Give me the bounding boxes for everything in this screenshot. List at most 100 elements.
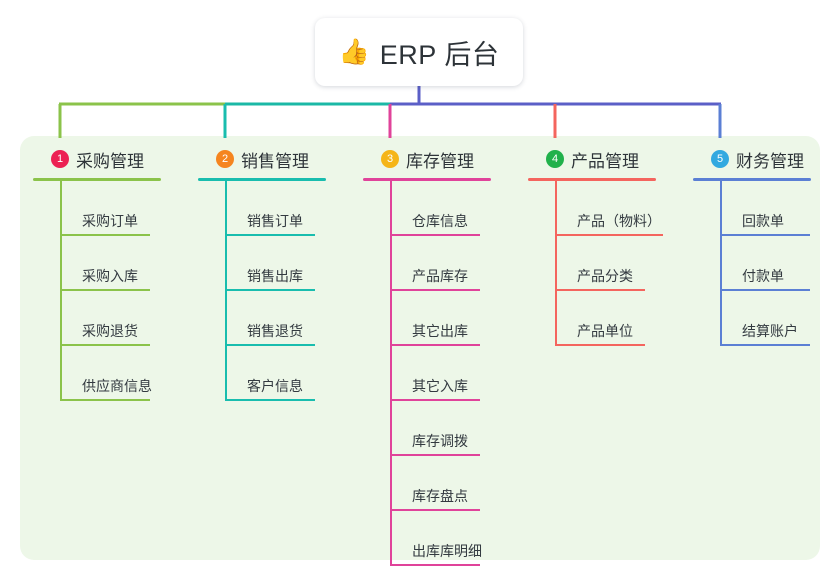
- leaf-list: 回款单付款单结算账户: [693, 181, 823, 346]
- column-underline: [363, 178, 491, 181]
- thumbs-up-icon: 👍: [338, 37, 370, 66]
- leaf-underline: [390, 399, 480, 401]
- leaf-underline: [390, 289, 480, 291]
- leaf-item[interactable]: 销售退货: [225, 291, 348, 346]
- leaf-label: 库存调拨: [412, 433, 468, 449]
- column-underline: [693, 178, 811, 181]
- column-header-5[interactable]: 5 财务管理: [693, 146, 823, 172]
- leaf-underline: [60, 234, 150, 236]
- column-badge-5: 5: [711, 150, 729, 168]
- leaf-underline: [60, 399, 150, 401]
- leaf-item[interactable]: 产品（物料）: [555, 181, 678, 236]
- leaf-underline: [225, 289, 315, 291]
- leaf-underline: [60, 344, 150, 346]
- column-title: 产品管理: [571, 151, 639, 171]
- leaf-underline: [225, 399, 315, 401]
- leaf-item[interactable]: 结算账户: [720, 291, 823, 346]
- leaf-underline: [720, 289, 810, 291]
- column-title: 库存管理: [406, 151, 474, 171]
- leaf-label: 其它入库: [412, 378, 468, 394]
- leaf-label: 回款单: [742, 213, 784, 229]
- leaf-underline: [390, 509, 480, 511]
- leaf-label: 付款单: [742, 268, 784, 284]
- leaf-underline: [390, 564, 480, 566]
- leaf-item[interactable]: 出库库明细: [390, 511, 513, 566]
- leaf-item[interactable]: 销售出库: [225, 236, 348, 291]
- leaf-label: 供应商信息: [82, 378, 152, 394]
- leaf-list: 采购订单采购入库采购退货供应商信息: [33, 181, 183, 401]
- leaf-underline: [390, 344, 480, 346]
- column-header-3[interactable]: 3 库存管理: [363, 146, 513, 172]
- column-header-4[interactable]: 4 产品管理: [528, 146, 678, 172]
- leaf-spine: [225, 181, 227, 401]
- leaf-label: 销售出库: [247, 268, 303, 284]
- leaf-item[interactable]: 产品分类: [555, 236, 678, 291]
- leaf-item[interactable]: 库存调拨: [390, 401, 513, 456]
- leaf-item[interactable]: 产品库存: [390, 236, 513, 291]
- column-underline: [198, 178, 326, 181]
- leaf-item[interactable]: 采购入库: [60, 236, 183, 291]
- leaf-underline: [555, 234, 663, 236]
- leaf-label: 产品（物料）: [577, 213, 661, 229]
- leaf-label: 采购入库: [82, 268, 138, 284]
- column-2: 2 销售管理销售订单销售出库销售退货客户信息: [198, 146, 348, 401]
- leaf-label: 出库库明细: [412, 543, 482, 559]
- diagram-panel: [20, 136, 820, 560]
- leaf-underline: [720, 234, 810, 236]
- column-title: 采购管理: [76, 151, 144, 171]
- column-title: 财务管理: [736, 151, 804, 171]
- leaf-label: 仓库信息: [412, 213, 468, 229]
- leaf-item[interactable]: 产品单位: [555, 291, 678, 346]
- leaf-label: 采购订单: [82, 213, 138, 229]
- leaf-item[interactable]: 仓库信息: [390, 181, 513, 236]
- column-4: 4 产品管理产品（物料） 产品分类产品单位: [528, 146, 678, 346]
- leaf-label: 产品单位: [577, 323, 633, 339]
- column-badge-4: 4: [546, 150, 564, 168]
- leaf-underline: [390, 454, 480, 456]
- leaf-spine: [60, 181, 62, 401]
- leaf-item[interactable]: 回款单: [720, 181, 823, 236]
- leaf-item[interactable]: 付款单: [720, 236, 823, 291]
- column-3: 3 库存管理仓库信息产品库存其它出库其它入库库存调拨库存盘点出库库明细: [363, 146, 513, 566]
- leaf-list: 产品（物料） 产品分类产品单位: [528, 181, 678, 346]
- leaf-underline: [390, 234, 480, 236]
- leaf-list: 仓库信息产品库存其它出库其它入库库存调拨库存盘点出库库明细: [363, 181, 513, 566]
- leaf-item[interactable]: 其它出库: [390, 291, 513, 346]
- leaf-label: 产品库存: [412, 268, 468, 284]
- leaf-item[interactable]: 库存盘点: [390, 456, 513, 511]
- leaf-label: 结算账户: [742, 323, 798, 339]
- leaf-item[interactable]: 采购退货: [60, 291, 183, 346]
- column-title: 销售管理: [241, 151, 309, 171]
- leaf-underline: [555, 289, 645, 291]
- leaf-spine: [720, 181, 722, 346]
- leaf-underline: [225, 344, 315, 346]
- leaf-label: 产品分类: [577, 268, 633, 284]
- leaf-item[interactable]: 客户信息: [225, 346, 348, 401]
- leaf-label: 销售订单: [247, 213, 303, 229]
- column-underline: [33, 178, 161, 181]
- leaf-item[interactable]: 采购订单: [60, 181, 183, 236]
- leaf-label: 库存盘点: [412, 488, 468, 504]
- leaf-item[interactable]: 供应商信息: [60, 346, 183, 401]
- root-title: ERP 后台: [379, 39, 500, 70]
- column-badge-3: 3: [381, 150, 399, 168]
- leaf-spine: [555, 181, 557, 346]
- leaf-item[interactable]: 销售订单: [225, 181, 348, 236]
- column-5: 5 财务管理回款单付款单结算账户: [693, 146, 823, 346]
- root-node[interactable]: 👍 ERP 后台: [315, 18, 523, 86]
- leaf-label: 销售退货: [247, 323, 303, 339]
- column-header-2[interactable]: 2 销售管理: [198, 146, 348, 172]
- leaf-spine: [390, 181, 392, 566]
- column-badge-2: 2: [216, 150, 234, 168]
- column-underline: [528, 178, 656, 181]
- leaf-underline: [60, 289, 150, 291]
- leaf-underline: [225, 234, 315, 236]
- leaf-underline: [555, 344, 645, 346]
- leaf-label: 其它出库: [412, 323, 468, 339]
- leaf-item[interactable]: 其它入库: [390, 346, 513, 401]
- leaf-underline: [720, 344, 810, 346]
- leaf-list: 销售订单销售出库销售退货客户信息: [198, 181, 348, 401]
